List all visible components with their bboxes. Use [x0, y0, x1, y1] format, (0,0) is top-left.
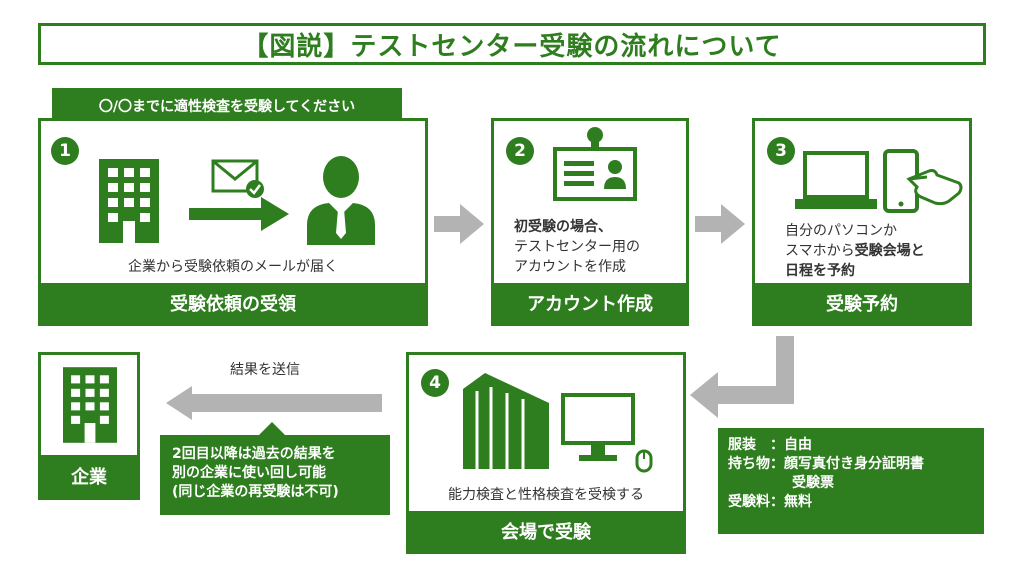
step3-desc-line1: 自分のパソコンか	[785, 223, 897, 239]
result-label: 結果を送信	[230, 362, 300, 378]
step3-footer: 受験予約	[755, 283, 969, 323]
deadline-callout-text: 〇/〇までに適性検査を受験してください	[98, 99, 356, 115]
laptop-icon	[795, 151, 877, 209]
items-note-belongings: 持ち物：顔写真付き身分証明書	[728, 456, 924, 472]
step2-panel: 2 初受験の場合、 テストセンター用の アカウントを作成 アカウント作成	[491, 118, 689, 326]
company-building-icon	[63, 367, 117, 443]
company-footer: 企業	[41, 455, 137, 497]
reuse-note: 2回目以降は過去の結果を 別の企業に使い回し可能 (同じ企業の再受験は不可)	[160, 435, 390, 515]
flow-arrow-3-4	[690, 336, 794, 418]
step2-footer: アカウント作成	[494, 283, 686, 323]
step3-panel: 3 自分のパソコンか スマホから受験会場と 日程を予約 受験予約	[752, 118, 972, 326]
step3-number: 3	[767, 137, 795, 165]
step3-desc-line2-bold: 受験会場と	[854, 243, 925, 259]
step3-desc-line2-plain: スマホから	[785, 243, 855, 259]
reuse-note-pointer	[258, 422, 286, 436]
title-box: 【図説】テストセンター受験の流れについて	[38, 23, 986, 65]
step3-desc-line3: 日程を予約	[785, 263, 855, 279]
step2-desc-line2: テストセンター用の	[514, 239, 640, 255]
items-note-fee: 受験料：無料	[728, 494, 812, 510]
result-arrow	[166, 386, 382, 420]
building-icon	[99, 159, 159, 243]
send-arrow-icon	[189, 197, 289, 231]
reuse-note-line1: 2回目以降は過去の結果を	[172, 446, 336, 462]
step3-description: 自分のパソコンか スマホから受験会場と 日程を予約	[785, 221, 925, 281]
step4-number: 4	[421, 369, 449, 397]
step1-description: 企業から受験依頼のメールが届く	[128, 259, 338, 275]
page-title: 【図説】テストセンター受験の流れについて	[242, 31, 782, 62]
flow-arrow-1-2	[434, 204, 484, 244]
step1-panel: 1 企業から受験依頼のメールが届く 受験依頼の受領	[38, 118, 428, 326]
step1-footer: 受験依頼の受領	[41, 283, 425, 323]
id-card-icon	[553, 127, 637, 201]
items-note: 服装 ：自由 持ち物：顔写真付き身分証明書 受験票 受験料：無料	[718, 428, 984, 534]
test-center-building-icon	[463, 373, 549, 469]
step2-desc-line3: アカウントを作成	[514, 259, 626, 275]
flow-arrow-2-3	[695, 204, 745, 244]
step2-desc-line1: 初受験の場合、	[514, 219, 612, 235]
mail-icon	[211, 159, 264, 198]
smartphone-touch-icon	[883, 149, 963, 213]
step4-description: 能力検査と性格検査を受検する	[448, 487, 644, 503]
step2-description: 初受験の場合、 テストセンター用の アカウントを作成	[514, 217, 640, 277]
company-panel: 企業	[38, 352, 140, 500]
step1-number: 1	[51, 137, 79, 165]
items-note-dress: 服装 ：自由	[728, 437, 812, 453]
step4-panel: 4 能力検査と性格検査を受検する 会場で受験	[406, 352, 686, 554]
monitor-mouse-icon	[561, 393, 653, 473]
step2-number: 2	[506, 137, 534, 165]
reuse-note-line2: 別の企業に使い回し可能	[172, 465, 326, 481]
applicant-person-icon	[307, 156, 375, 245]
step3-desc-line2: スマホから受験会場と	[785, 241, 925, 261]
reuse-note-line3: (同じ企業の再受験は不可)	[172, 484, 339, 500]
step4-footer: 会場で受験	[409, 511, 683, 551]
items-note-belongings-2: 受験票	[792, 475, 834, 491]
